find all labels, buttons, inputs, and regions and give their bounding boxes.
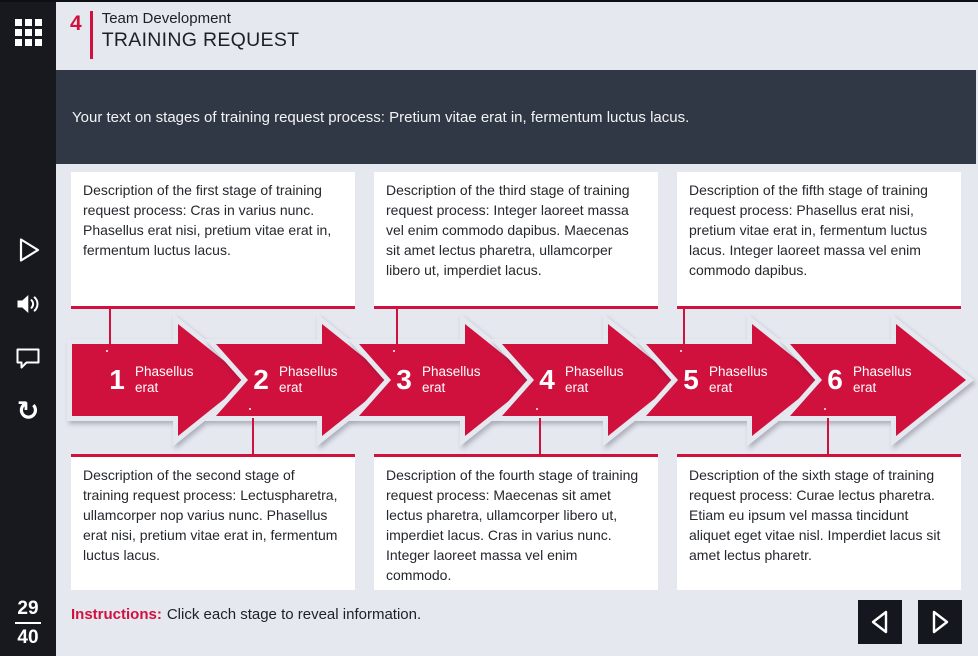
- triangle-right-icon: [932, 610, 949, 634]
- stage-4-label-group[interactable]: 4 Phasellus erat: [538, 353, 660, 407]
- grid-menu-icon[interactable]: [0, 14, 56, 50]
- stage-2-arrow[interactable]: [204, 313, 401, 447]
- counter-divider: [15, 622, 41, 625]
- stage-6-label-group[interactable]: 6 Phasellus erat: [826, 353, 948, 407]
- connector-dot: [821, 405, 829, 413]
- triangle-left-icon: [871, 610, 888, 634]
- play-icon[interactable]: [0, 234, 56, 266]
- stage-5-label-group[interactable]: 5 Phasellus erat: [682, 353, 804, 407]
- connector-dot: [103, 347, 111, 355]
- stage-1-description: Description of the first stage of traini…: [83, 182, 332, 259]
- prev-button[interactable]: [858, 600, 902, 644]
- stage-4-description: Description of the fourth stage of train…: [386, 467, 639, 584]
- replay-glyph: ↻: [16, 395, 40, 427]
- stage-label: Phasellus erat: [709, 363, 768, 395]
- connector-dot: [246, 405, 254, 413]
- connector-dot: [533, 405, 541, 413]
- grid-glyph: [14, 18, 42, 46]
- stage-label: Phasellus erat: [853, 363, 912, 395]
- stage-6-arrow[interactable]: [778, 313, 975, 447]
- stage-number: 1: [109, 364, 125, 395]
- header-divider: [89, 11, 93, 59]
- module-number: 4: [70, 12, 82, 35]
- stage-label: Phasellus erat: [135, 363, 194, 395]
- replay-icon[interactable]: ↻: [0, 394, 56, 428]
- intro-banner: Your text on stages of training request …: [56, 70, 976, 164]
- stage-2-description-box: Description of the second stage of train…: [71, 454, 355, 590]
- connector-line: [683, 309, 685, 347]
- module-title: Team Development: [101, 10, 231, 27]
- instructions: Instructions:Click each stage to reveal …: [71, 606, 421, 623]
- stage-label: Phasellus erat: [422, 363, 481, 395]
- slide-header: 4 Team Development TRAINING REQUEST: [56, 2, 978, 70]
- stage-number: 3: [396, 364, 412, 395]
- stage-label: Phasellus erat: [279, 363, 338, 395]
- stage-2-label-group[interactable]: 2 Phasellus erat: [252, 353, 374, 407]
- stage-1-arrow[interactable]: [67, 313, 257, 447]
- stage-1-description-box: Description of the first stage of traini…: [71, 172, 355, 309]
- stage-5-description-box: Description of the fifth stage of traini…: [677, 172, 961, 309]
- page-title: TRAINING REQUEST: [101, 28, 300, 51]
- connector-line: [109, 309, 111, 347]
- stage-6-description-box: Description of the sixth stage of traini…: [677, 454, 961, 590]
- instructions-label: Instructions:: [71, 606, 162, 623]
- stage-number: 5: [683, 364, 699, 395]
- comment-icon[interactable]: [0, 342, 56, 374]
- stage-4-arrow[interactable]: [490, 313, 687, 447]
- current-slide-number: 29: [17, 597, 39, 619]
- stage-number: 6: [827, 364, 843, 395]
- slide-counter: 29 40: [0, 597, 56, 651]
- stage-2-description: Description of the second stage of train…: [83, 467, 338, 564]
- intro-text: Your text on stages of training request …: [72, 108, 690, 126]
- connector-line: [396, 309, 398, 347]
- instructions-text: Click each stage to reveal information.: [166, 606, 422, 623]
- total-slide-count: 40: [17, 627, 39, 649]
- sidebar: ↻ 29 40: [0, 2, 56, 656]
- connector-dot: [390, 347, 398, 355]
- stage-3-arrow[interactable]: [347, 313, 544, 447]
- audio-icon[interactable]: [0, 288, 56, 320]
- stage-3-description-box: Description of the third stage of traini…: [374, 172, 658, 309]
- stage-1-label-group[interactable]: 1 Phasellus erat: [108, 353, 230, 407]
- stage-label: Phasellus erat: [565, 363, 624, 395]
- stage-6-description: Description of the sixth stage of traini…: [689, 467, 941, 564]
- stage-number: 4: [539, 364, 555, 395]
- next-button[interactable]: [918, 600, 962, 644]
- stage-5-arrow[interactable]: [634, 313, 831, 447]
- stage-3-label-group[interactable]: 3 Phasellus erat: [395, 353, 517, 407]
- stage-4-description-box: Description of the fourth stage of train…: [374, 454, 658, 590]
- connector-line: [827, 418, 829, 454]
- stage-3-description: Description of the third stage of traini…: [386, 182, 630, 279]
- connector-line: [539, 418, 541, 454]
- connector-dot: [677, 347, 685, 355]
- connector-line: [252, 418, 254, 454]
- stage-5-description: Description of the fifth stage of traini…: [689, 182, 928, 279]
- stage-number: 2: [253, 364, 269, 395]
